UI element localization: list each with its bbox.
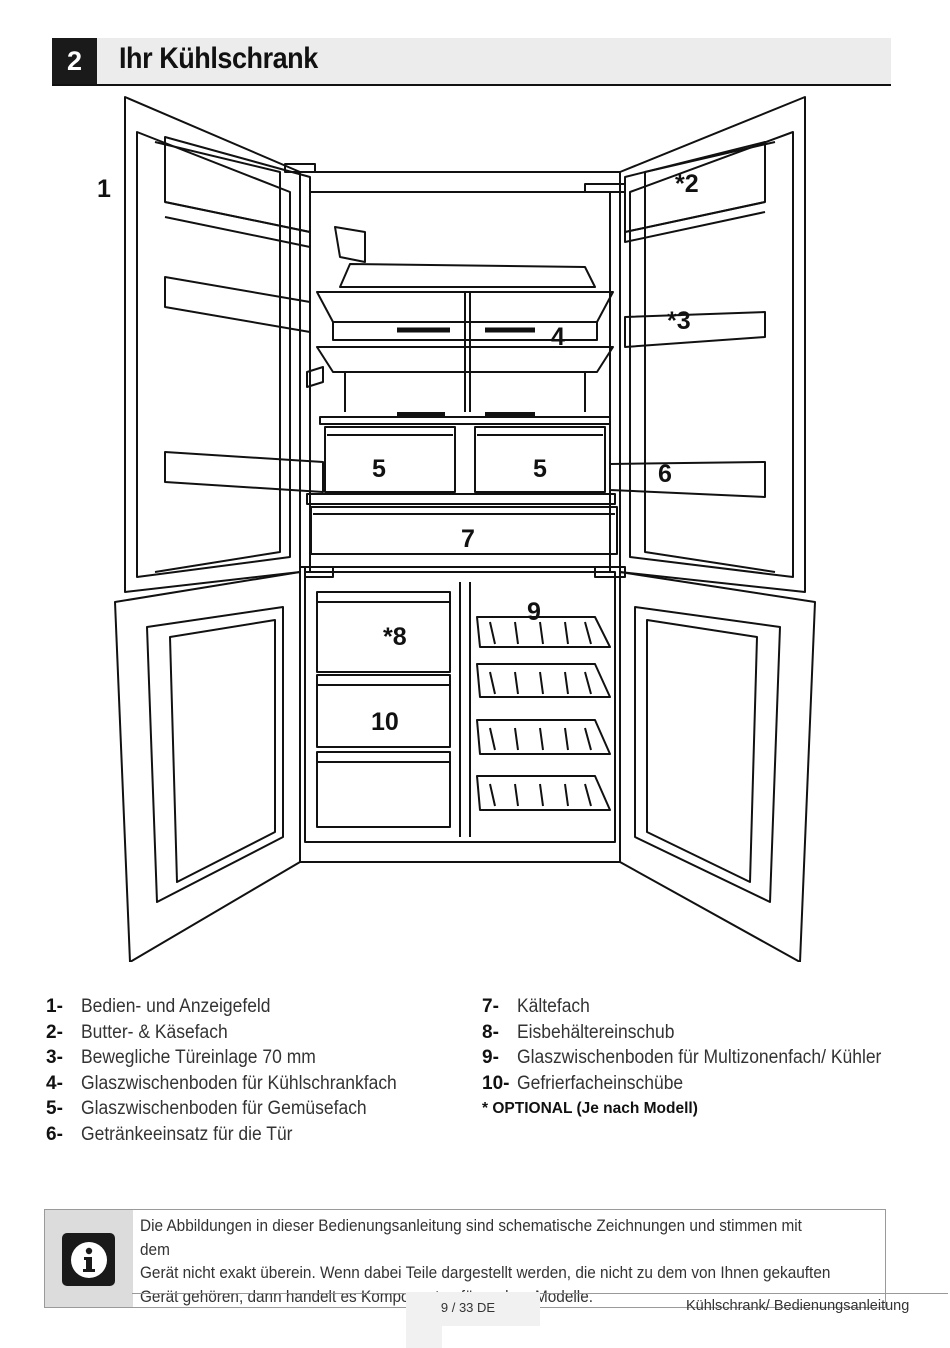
legend-text: Glaszwischenboden für Gemüsefach [81, 1098, 367, 1119]
legend-num: 6- [46, 1123, 63, 1145]
section-title: Ihr Kühlschrank [119, 42, 318, 75]
legend-text: Bewegliche Türeinlage 70 mm [81, 1047, 316, 1068]
multizone-racks [476, 616, 611, 811]
footer-rule [132, 1293, 948, 1294]
crisper-right [474, 426, 606, 493]
page-number: 9 / 33 DE [440, 1300, 496, 1315]
footer-page-box [406, 1292, 540, 1326]
legend-right: 7- Kältefach 8- Eisbehältereinschub 9- Glas… [482, 996, 922, 1118]
legend-text: Bedien- und Anzeigefeld [81, 996, 271, 1017]
fridge-drawing: 1 *2 *3 4 5 5 6 7 *8 9 10 [97, 96, 816, 962]
callout-4: 4 [551, 323, 565, 351]
info-line: Die Abbildungen in dieser Bedienungsanle… [140, 1217, 802, 1259]
legend-text: Glaszwischenboden für Kühlschrankfach [81, 1072, 397, 1094]
chiller-drawer [310, 506, 618, 555]
info-note-box: Die Abbildungen in dieser Bedienungsanle… [44, 1209, 886, 1308]
legend-text: Eisbehältereinschub [517, 1021, 675, 1043]
legend-text: Kältefach [517, 996, 590, 1017]
callout-1: 1 [97, 175, 111, 203]
legend-text: Butter- & Käsefach [81, 1021, 228, 1043]
legend-item: 8- Eisbehältereinschub [482, 1022, 922, 1048]
legend-item: 2- Butter- & Käsefach [46, 1022, 466, 1048]
drink-holder-right [609, 461, 766, 498]
document-name: Kühlschrank/ Bedienungsanleitung [686, 1298, 910, 1314]
legend-num: 1- [46, 996, 63, 1017]
callout-6: 6 [658, 460, 672, 488]
door-shelf-right [624, 311, 766, 348]
legend-num: 5- [46, 1098, 63, 1119]
legend-num: 10- [482, 1072, 510, 1094]
freezer-drawer-2 [316, 674, 451, 748]
legend-item: 7- Kältefach [482, 996, 922, 1022]
callout-5a: 5 [372, 455, 386, 483]
right-lower-door [619, 571, 816, 962]
optional-note: * OPTIONAL (Je nach Modell) [482, 1100, 698, 1117]
legend-text: Gefrierfacheinschübe [517, 1072, 684, 1094]
legend-text: Getränkeeinsatz für die Tür [81, 1123, 293, 1145]
legend-item: 1- Bedien- und Anzeigefeld [46, 996, 466, 1022]
callout-2: *2 [675, 170, 699, 198]
fridge-illustration: 1 *2 *3 4 5 5 6 7 *8 9 10 [85, 92, 845, 962]
legend-left: 1- Bedien- und Anzeigefeld 2- Butter- & Kä… [46, 996, 466, 1149]
callout-3: *3 [667, 307, 691, 335]
legend-num: 2- [46, 1021, 63, 1043]
info-sidebar [45, 1210, 133, 1307]
footer-page-tab [406, 1326, 442, 1348]
callout-8: *8 [383, 623, 407, 651]
legend-item: 10- Gefrierfacheinschübe [482, 1073, 922, 1099]
freezer-drawer-3 [316, 751, 451, 828]
freezer-drawer-1 [316, 591, 451, 673]
legend-item: 3- Bewegliche Türeinlage 70 mm [46, 1047, 466, 1073]
left-lower-door [114, 571, 301, 962]
section-number: 2 [52, 38, 97, 84]
legend-item: 9- Glaszwischenboden für Multizonenfach/ … [482, 1047, 922, 1073]
callout-7: 7 [461, 525, 475, 553]
legend-text: Glaszwischenboden für Multizonenfach/ Kü… [517, 1047, 882, 1068]
info-glyph [70, 1241, 107, 1278]
legend-item: 6- Getränkeeinsatz für die Tür [46, 1124, 466, 1150]
legend-num: 3- [46, 1047, 63, 1068]
info-icon [62, 1233, 115, 1286]
callout-labels: 1 *2 *3 4 5 5 6 7 *8 9 10 [97, 170, 699, 736]
callout-10: 10 [371, 708, 399, 736]
legend-num: 4- [46, 1072, 63, 1094]
callout-9: 9 [527, 598, 541, 626]
legend-num: 7- [482, 996, 499, 1017]
legend-item: 5- Glaszwischenboden für Gemüsefach [46, 1098, 466, 1124]
legend-num: 9- [482, 1047, 499, 1068]
crisper-left [324, 426, 456, 493]
legend-num: 8- [482, 1021, 499, 1043]
info-line: Gerät nicht exakt überein. Wenn dabei Te… [140, 1264, 831, 1282]
legend-item: 4- Glaszwischenboden für Kühlschrankfach [46, 1073, 466, 1099]
section-header: 2 Ihr Kühlschrank [52, 38, 891, 86]
callout-5b: 5 [533, 455, 547, 483]
